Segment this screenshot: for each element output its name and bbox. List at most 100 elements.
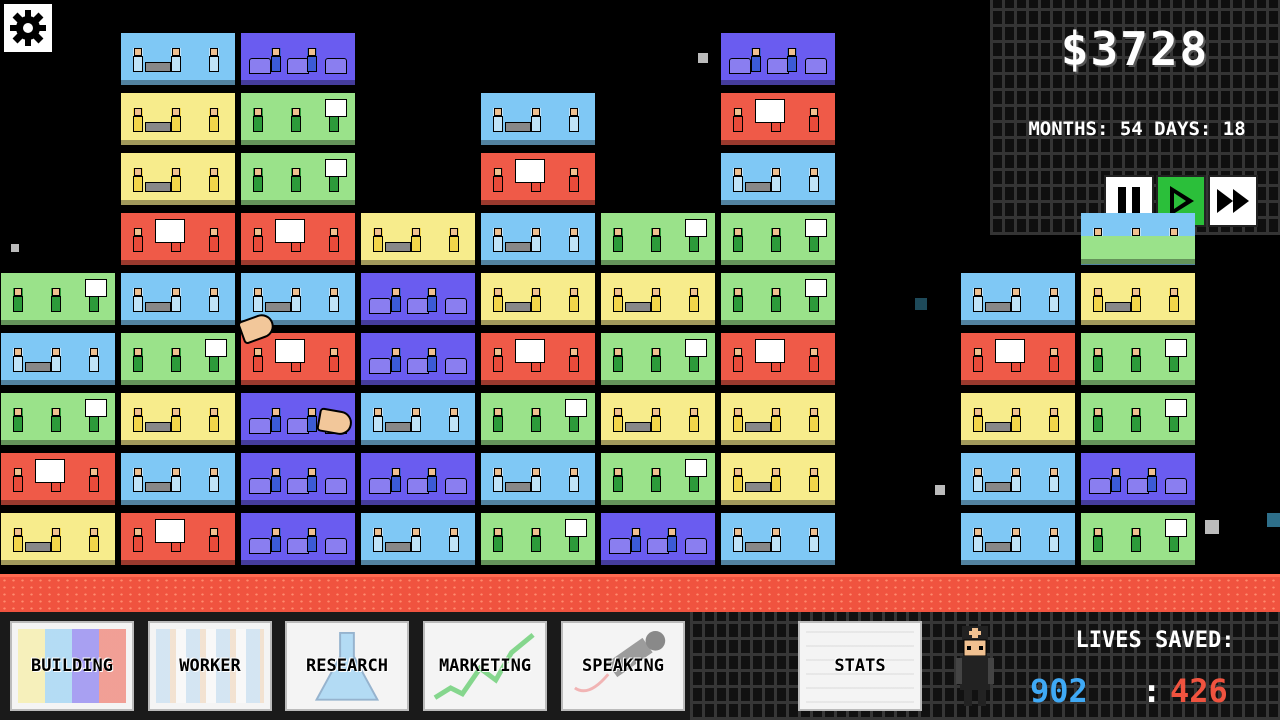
room-marketing[interactable] — [241, 153, 355, 205]
room-under-construction[interactable] — [1081, 236, 1195, 264]
room-marketing[interactable] — [1, 393, 115, 445]
room-marketing[interactable] — [721, 213, 835, 265]
couch-icon — [287, 538, 309, 554]
room-meeting[interactable] — [721, 93, 835, 145]
desk-icon — [985, 482, 1011, 492]
worker-icon — [307, 408, 317, 432]
room-lab[interactable] — [121, 453, 235, 505]
room-meeting[interactable] — [721, 333, 835, 385]
room-lab[interactable] — [481, 453, 595, 505]
room-lounge[interactable] — [361, 273, 475, 325]
whiteboard-icon — [755, 99, 785, 123]
room-lab[interactable] — [121, 273, 235, 325]
room-meeting[interactable] — [481, 153, 595, 205]
room-lab[interactable] — [241, 273, 355, 325]
room-office[interactable] — [721, 393, 835, 445]
tab-stats[interactable]: STATS — [798, 621, 922, 711]
room-lab[interactable] — [481, 93, 595, 145]
room-office[interactable] — [481, 273, 595, 325]
room-office[interactable] — [1, 513, 115, 565]
room-meeting[interactable] — [481, 333, 595, 385]
room-marketing[interactable] — [121, 333, 235, 385]
room-marketing[interactable] — [601, 333, 715, 385]
worker-icon — [253, 288, 263, 312]
room-lounge[interactable] — [601, 513, 715, 565]
room-marketing[interactable] — [1081, 333, 1195, 385]
worker-icon — [209, 528, 219, 552]
couch-icon — [249, 478, 271, 494]
worker-icon — [51, 288, 61, 312]
worker-icon — [973, 468, 983, 492]
room-lounge[interactable] — [1081, 453, 1195, 505]
room-marketing[interactable] — [721, 273, 835, 325]
worker-icon — [809, 348, 819, 372]
tab-worker[interactable]: WORKER — [148, 621, 272, 711]
room-lab[interactable] — [961, 513, 1075, 565]
room-lab[interactable] — [361, 393, 475, 445]
couch-icon — [407, 358, 429, 374]
room-marketing[interactable] — [601, 213, 715, 265]
room-lounge[interactable] — [241, 513, 355, 565]
tab-marketing-label: MARKETING — [438, 656, 532, 676]
room-marketing[interactable] — [1081, 513, 1195, 565]
room-meeting[interactable] — [241, 333, 355, 385]
room-marketing[interactable] — [1081, 393, 1195, 445]
worker-icon — [733, 108, 743, 132]
room-lab[interactable] — [961, 453, 1075, 505]
room-lounge[interactable] — [361, 333, 475, 385]
room-meeting[interactable] — [1, 453, 115, 505]
room-office[interactable] — [1081, 273, 1195, 325]
room-lab[interactable] — [361, 513, 475, 565]
room-lab[interactable] — [961, 273, 1075, 325]
tab-research[interactable]: RESEARCH — [285, 621, 409, 711]
room-meeting[interactable] — [961, 333, 1075, 385]
room-lab[interactable] — [721, 513, 835, 565]
room-lab[interactable] — [121, 33, 235, 85]
desk-icon — [745, 422, 771, 432]
worker-icon — [449, 408, 459, 432]
tab-marketing[interactable]: MARKETING — [423, 621, 547, 711]
room-office[interactable] — [121, 93, 235, 145]
room-office[interactable] — [121, 393, 235, 445]
room-office[interactable] — [601, 393, 715, 445]
worker-icon — [1131, 408, 1141, 432]
room-lab[interactable] — [721, 153, 835, 205]
room-lounge[interactable] — [241, 453, 355, 505]
worker-icon — [493, 108, 503, 132]
room-meeting[interactable] — [121, 213, 235, 265]
tab-building-label: BUILDING — [31, 656, 113, 676]
worker-icon — [733, 408, 743, 432]
desk-icon — [505, 482, 531, 492]
fast-forward-button[interactable] — [1208, 175, 1258, 227]
room-office[interactable] — [721, 453, 835, 505]
room-meeting[interactable] — [121, 513, 235, 565]
worker-icon — [493, 528, 503, 552]
tab-speaking[interactable]: SPEAKING — [561, 621, 685, 711]
worker-icon — [329, 228, 339, 252]
room-lounge[interactable] — [241, 33, 355, 85]
room-marketing[interactable] — [1, 273, 115, 325]
room-lounge[interactable] — [361, 453, 475, 505]
worker-icon — [1111, 468, 1121, 492]
settings-button[interactable] — [4, 4, 52, 52]
room-marketing[interactable] — [481, 513, 595, 565]
worker-icon — [271, 408, 281, 432]
room-marketing[interactable] — [601, 453, 715, 505]
room-lab[interactable] — [481, 213, 595, 265]
room-office[interactable] — [961, 393, 1075, 445]
room-meeting[interactable] — [241, 213, 355, 265]
room-marketing[interactable] — [241, 93, 355, 145]
flask-icon — [314, 631, 380, 701]
worker-icon — [531, 108, 541, 132]
room-office[interactable] — [361, 213, 475, 265]
tab-building[interactable]: BUILDING — [10, 621, 134, 711]
room-lab[interactable] — [1, 333, 115, 385]
room-marketing[interactable] — [481, 393, 595, 445]
couch-icon — [1127, 478, 1149, 494]
worker-icon — [171, 108, 181, 132]
room-lounge[interactable] — [721, 33, 835, 85]
room-office[interactable] — [121, 153, 235, 205]
room-office[interactable] — [601, 273, 715, 325]
whiteboard-icon — [515, 339, 545, 363]
worker-icon — [209, 408, 219, 432]
